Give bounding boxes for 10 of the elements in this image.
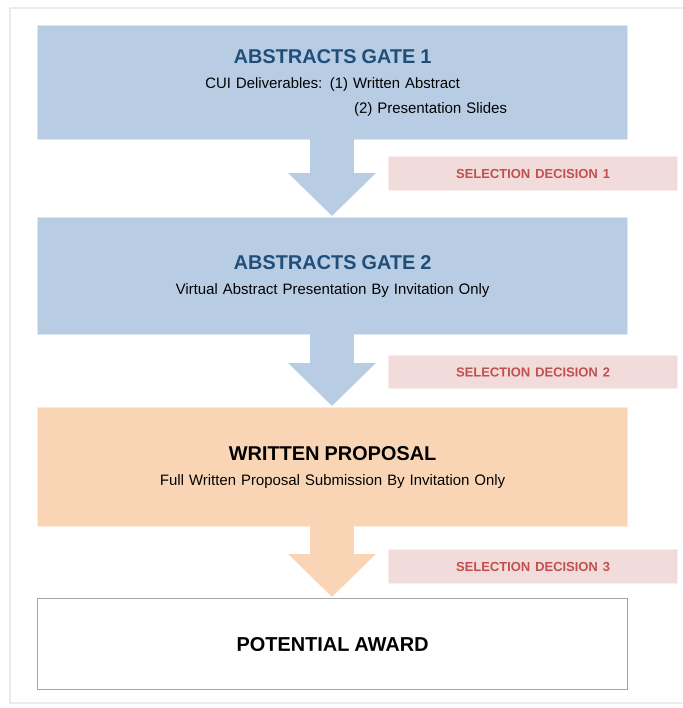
block-arrow [288, 139, 376, 216]
stage-box: ABSTRACTS GATE 2 Virtual Abstract Presentation By Invitation Only [38, 218, 628, 334]
stage-box: WRITTEN PROPOSAL Full Written Proposal Submission By Invitation Only [38, 408, 628, 526]
block-arrow [288, 526, 376, 597]
selection-tag: SELECTION DECISION 3 [388, 550, 678, 584]
block-arrow [288, 334, 376, 406]
selection-tag: SELECTION DECISION 1 [388, 156, 678, 190]
selection-tag: SELECTION DECISION 2 [388, 356, 678, 388]
stage-box: ABSTRACTS GATE 1 CUI Deliverables: (1) Written Abstract (2) Presentation Slides [38, 26, 628, 140]
stage-box: POTENTIAL AWARD [37, 598, 628, 690]
